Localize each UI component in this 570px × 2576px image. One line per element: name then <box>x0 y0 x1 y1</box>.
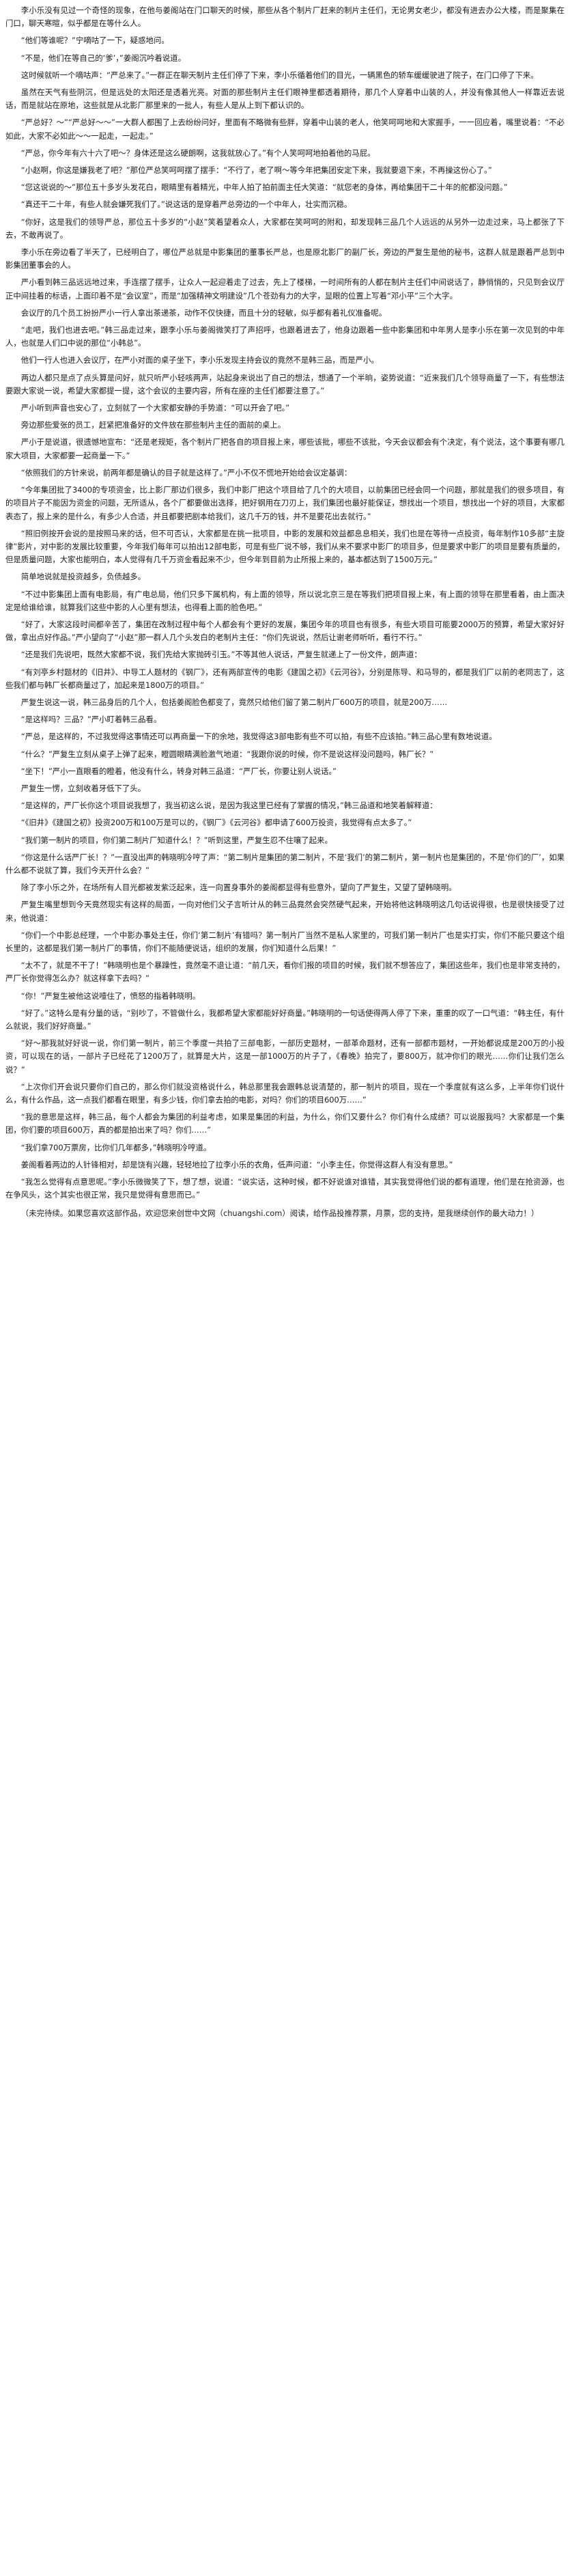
footer-note: （未完待续。如果您喜欢这部作品，欢迎您来创世中文网（chuangshi.com）… <box>20 1208 539 1219</box>
paragraph: “你这是什么话严厂长！？”一直没出声的韩晓明冷哼了声：“第二制片是集团的第二制片… <box>5 852 565 875</box>
paragraph: 两边人都只是点了点头算是问好，就只听严小轻咳两声，站起身来说出了自己的想法，想通… <box>5 372 565 396</box>
paragraph: “依照我们的方针来说，前两年都是确认的目子就是这样了。”严小不仅不慌地开始给会议… <box>20 467 352 477</box>
paragraph: “严总好？～”“严总好～～”一大群人都围了上去纷纷问好，里面有不略微有些胖，穿着… <box>5 117 565 141</box>
paragraph: 严小看到韩三品远远地过来，手连摆了摆手，让众人一起迎着走了过去，先上了楼梯，一时… <box>5 277 565 301</box>
paragraph: 严复生说这一说，韩三品身后的几个人，包括姜阁脸色都变了，竟然只给他们留了第二制片… <box>20 697 448 707</box>
paragraph: “好了，大家这段时间都辛苦了，集团在改制过程中每个人都会有个更好的发展，集团今年… <box>5 619 565 643</box>
paragraph: 严小于是说道，很遗憾地宣布：“还是老规矩，各个制片厂把各自的项目报上来，哪些该批… <box>5 437 565 460</box>
paragraph: “他们等谁呢？”宁嘀咕了一下，疑惑地问。 <box>20 36 169 46</box>
paragraph: “好了。”这特么是有分量的话，“别吵了，不管做什么，我都希望大家都能好好商量。”… <box>5 1008 565 1031</box>
chapter-body: 李小乐没有见过一个奇怪的现象，在他与姜阁站在门口聊天的时候，那些从各个制片厂赶来… <box>5 4 565 1202</box>
paragraph: 姜阁看着两边的人针锋相对，却是饶有兴趣，轻轻地拉了拉李小乐的衣角，低声问道：“小… <box>20 1159 453 1169</box>
paragraph: “你好，这是我们的领导严总，那位五十多岁的“小赵”笑着望着众人，大家都在笑呵呵的… <box>5 217 565 240</box>
paragraph: 简单地说就是投资越多，负债越多。 <box>20 572 146 582</box>
paragraph: “严总，是这样的，不过我觉得这事情还可以再商量一下的余地，我觉得这3部电影有些不… <box>20 732 497 742</box>
paragraph: 严小听到声音也安心了，立刻就了一个大家都安静的手势道：“可以开会了吧。” <box>20 403 290 413</box>
paragraph: “今年集团批了3400的专项资金，比上影厂那边们很多，我们中影厂把这个项目给了几… <box>5 485 565 521</box>
paragraph: “我们第一制片的项目，你们第二制片厂知道什么！？”听到这里，严复生忍不住嚷了起来… <box>20 835 332 845</box>
paragraph: “太不了，就是不干了！”韩晓明也是个暴躁性，竟然毫不退让道：“前几天，看你们报的… <box>5 960 565 984</box>
paragraph: 严复生嘴里想到今天竟然现实有这样的局面，一向对他们父子言听计从的韩三品竟然会突然… <box>5 900 565 923</box>
paragraph: “严总，你今年有六十六了吧～？身体还是这么硬朗啊，这我就放心了。”有个人笑呵呵地… <box>20 148 375 158</box>
paragraph: “上次你们开会说只要你们自己的，那么你们就没资格说什么，韩总那里我会跟韩总说清楚… <box>5 1081 565 1105</box>
paragraph: 会议厅的几个员工扮扮严小一行人拿出茶递茶，动作不仅快捷，而且十分的轻敏，似乎都有… <box>20 307 387 318</box>
paragraph: “不是，他们在等自己的‘爹’，”姜阁沉吟着说道。 <box>20 53 186 63</box>
paragraph: 严复生一愣，立刻收着牙低下了头。 <box>20 783 146 793</box>
paragraph: “是这样的，严厂长你这个项目说我想了，我当初这么说，是因为我这里已经有了掌握的情… <box>20 801 438 811</box>
paragraph: 李小乐没有见过一个奇怪的现象，在他与姜阁站在门口聊天的时候，那些从各个制片厂赶来… <box>5 5 565 29</box>
paragraph: “我的意思是这样，韩三品，每个人都会为集团的利益考虑，如果是集团的利益，为什么，… <box>5 1112 565 1135</box>
paragraph: “我们拿700万票房，比你们几年都多，”韩晓明冷哼道。 <box>20 1142 212 1152</box>
paragraph: 这时候就听一个嘀咕声：“严总来了。”一群正在聊天制片主任们停了下来，李小乐循着他… <box>20 70 539 80</box>
paragraph: 除了李小乐之外，在场所有人目光都被发紫泛起来，连一向置身事外的姜阁都显得有些意外… <box>20 883 457 893</box>
paragraph: “小赵啊，你这是嫌我老了吧？”那位严总笑呵呵摆了摆手：“不行了，老了啊～等今年把… <box>20 165 492 176</box>
paragraph: “是这样吗？三品？”严小盯着韩三品看。 <box>20 715 162 725</box>
paragraph: “我怎么觉得有点意思呢。”李小乐微微笑了下，想了想，说道：“说实话，这种时候，都… <box>5 1177 565 1200</box>
paragraph: “《旧井》《建国之初》投资200万和100万是可以的，《钢厂》《云河谷》都申请了… <box>20 818 412 828</box>
paragraph: “真还干二十年，有些人就会嫌死我们了。”说这话的是穿着严总旁边的一个中年人，壮实… <box>20 199 352 210</box>
paragraph: “不过中影集团上面有电影局，有广电总局，他们只多下属机构，有上面的领导，所以说北… <box>5 589 565 612</box>
paragraph: “坐下！”严小一直眼看的瞪着，他没有什么，转身对韩三品道：“严厂长，你要让别人说… <box>20 766 337 776</box>
paragraph: “你！”严复生被他这说噎住了，愤怒的指着韩晓明。 <box>20 991 201 1001</box>
paragraph: 李小乐在旁边看了半天了，已经明白了，哪位严总就是中影集团的董事长严总，也是原北影… <box>5 247 565 271</box>
paragraph: “有刘亭乡村题材的《旧井》、中导工人题材的《钢厂》，还有两部宣传的电影《建国之初… <box>5 667 565 690</box>
paragraph: “还是我们先说吧，既然大家都不说，我们先给大家抛砖引玉。”不等其他人说话，严复生… <box>20 650 422 660</box>
paragraph: “什么？”严复生立刻从桌子上弹了起来，瞪圆眼睛满脸激气地道：“我跟你说的时候，你… <box>20 749 434 759</box>
paragraph: 虽然在天气有些阴沉，但是远处的太阳还是透着光亮。对面的那些制片主任们眼神里都透着… <box>5 87 565 111</box>
paragraph: 他们一行人也进入会议厅，在严小对面的桌子坐下，李小乐发现主持会议的竟然不是韩三品… <box>20 355 379 365</box>
paragraph: “你们一个中影总经理，一个中影办事处主任，你们‘第二制片’有错吗？第一制片厂当然… <box>5 930 565 953</box>
paragraph: “走吧，我们也进去吧。”韩三品走过来，跟李小乐与姜阁微笑打了声招呼，也跟着进去了… <box>5 325 565 348</box>
paragraph: “照旧例按开会说的是按照马来的话，但不可否认，大家都是在挑一批项目，中影的发展和… <box>5 528 565 565</box>
paragraph: 旁边那些爱张的员工，赶紧把准备好的文件放在那些制片主任的面前的桌上。 <box>20 420 286 430</box>
paragraph: “好～那我就好好说一说，你们第一制片，前三个季度一共拍了三部电影，一部历史题材，… <box>5 1038 565 1075</box>
paragraph: “您这说说的～”那位五十多岁头发花白，眼睛里有着精光，中年人拍了拍前面主任大笑道… <box>20 182 508 193</box>
